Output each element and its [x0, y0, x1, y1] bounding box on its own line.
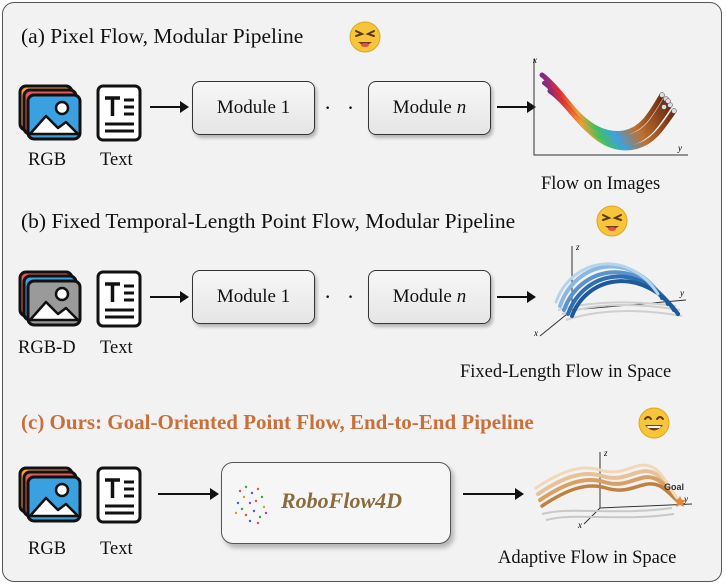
axis-y-label: y — [683, 494, 688, 504]
module-1-label: Module 1 — [216, 286, 291, 307]
roboflow4d-label: RoboFlow4D — [281, 488, 403, 513]
output-caption-c: Adaptive Flow in Space — [498, 548, 677, 568]
frustrated-emoji-icon — [349, 21, 381, 53]
grinning-emoji-icon — [638, 407, 670, 439]
arrow-icon — [150, 101, 189, 113]
rgb-image-icon — [18, 84, 82, 141]
rgbd-image-icon — [18, 270, 82, 327]
frustrated-emoji-icon — [596, 205, 628, 237]
axis-x-label: x — [532, 55, 537, 65]
arrow-icon — [497, 291, 536, 303]
text-document-icon — [96, 466, 142, 524]
text-document-icon — [96, 84, 142, 142]
module-n-label: Module — [392, 286, 452, 307]
ellipsis: · · · — [324, 95, 382, 120]
module-1-box: Module 1 — [192, 81, 315, 135]
input-caption-text: Text — [100, 539, 133, 559]
roboflow4d-model-box: RoboFlow4D — [221, 462, 451, 544]
arrow-icon — [463, 488, 524, 500]
input-caption-text: Text — [100, 338, 133, 358]
axis-z-label: z — [603, 448, 608, 458]
arrow-icon — [158, 488, 219, 500]
rgb-image-icon — [18, 466, 82, 523]
output-caption-a: Flow on Images — [541, 174, 661, 194]
axis-x-label: x — [577, 520, 582, 530]
axis-y-label: y — [677, 143, 682, 153]
input-caption-rgb: RGB — [28, 150, 67, 170]
adaptive-flow-plot: z y x Goal — [534, 448, 693, 530]
module-n-variable: n — [456, 97, 467, 118]
module-1-label: Module 1 — [216, 97, 291, 118]
arrow-icon — [150, 291, 189, 303]
panel-a-title: (a) Pixel Flow, Modular Pipeline — [21, 24, 304, 48]
axis-x-label: x — [533, 328, 538, 338]
text-document-icon — [96, 270, 142, 328]
module-n-variable: n — [456, 286, 467, 307]
ellipsis: · · · — [324, 284, 382, 309]
output-caption-b: Fixed-Length Flow in Space — [460, 362, 672, 382]
pixel-flow-plot: x y — [532, 55, 688, 156]
module-1-box: Module 1 — [192, 270, 315, 324]
fixed-length-flow-plot: z y x — [533, 242, 687, 338]
goal-star-icon — [674, 496, 686, 507]
axis-z-label: z — [575, 242, 580, 252]
axis-y-label: y — [679, 288, 684, 298]
panel-c-title: (c) Ours: Goal-Oriented Point Flow, End-… — [21, 410, 534, 434]
input-caption-rgb: RGB — [28, 539, 67, 559]
point-cloud-icon — [234, 485, 268, 525]
panel-b-title: (b) Fixed Temporal-Length Point Flow, Mo… — [21, 209, 516, 233]
input-caption-text: Text — [100, 150, 133, 170]
module-n-label: Module — [392, 97, 452, 118]
input-caption-rgbd: RGB-D — [18, 338, 76, 358]
goal-label: Goal — [664, 482, 684, 492]
arrow-icon — [497, 101, 536, 113]
